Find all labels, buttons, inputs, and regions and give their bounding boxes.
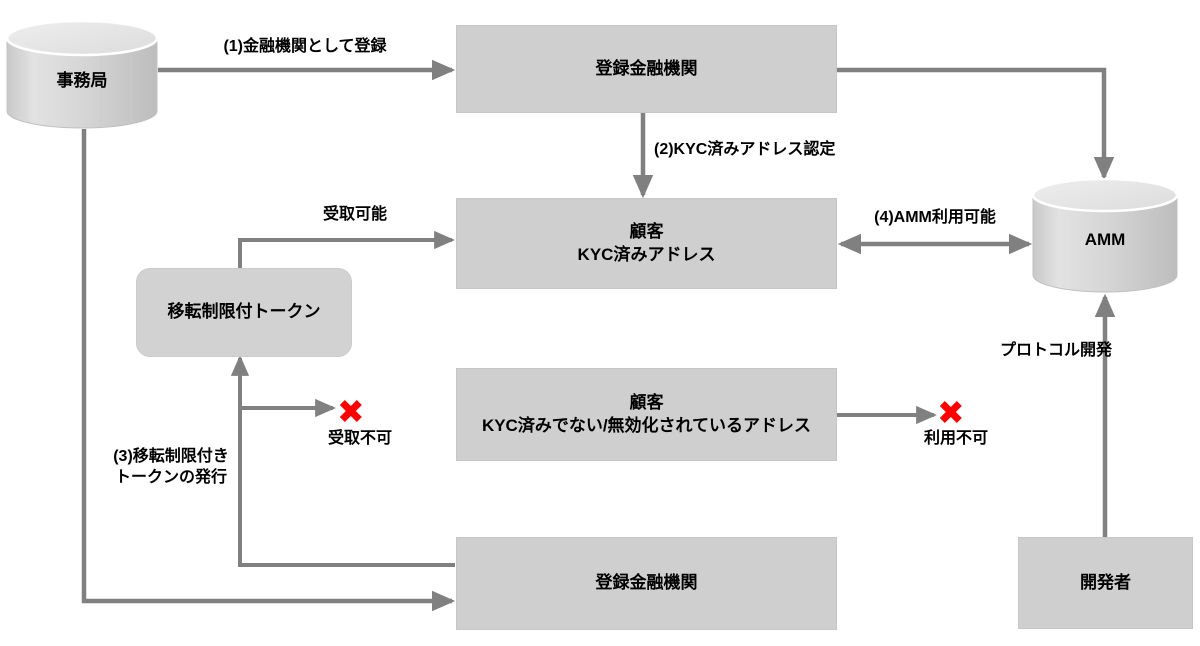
node-developer-label: 開発者 — [1080, 572, 1131, 592]
node-registered-fi-top-label: 登録金融機関 — [595, 58, 698, 78]
connector-secretariat-to-registered-fi-bottom — [81, 129, 456, 612]
node-customer-non-kyc-label: 顧客 KYC済みでない/無効化されているアドレス — [481, 392, 812, 435]
node-registered-fi-bottom[interactable]: 登録金融機関 — [456, 537, 837, 630]
blocked-receive-x-icon: ✖ — [337, 393, 365, 430]
cylinder-shape — [1032, 178, 1178, 293]
edge-label-receivable: 受取可能 — [322, 206, 387, 223]
node-restricted-token-label: 移転制限付トークン — [167, 302, 321, 322]
edge-label-kyc-address-approval: (2)KYC済みアドレス認定 — [654, 141, 836, 158]
edge-label-not-receivable: 受取不可 — [327, 430, 392, 447]
node-customer-kyc[interactable]: 顧客 KYC済みアドレス — [456, 198, 837, 289]
node-developer[interactable]: 開発者 — [1018, 537, 1193, 629]
node-customer-kyc-label: 顧客 KYC済みアドレス — [577, 221, 716, 264]
connector-registered-fi-to-amm — [837, 67, 1115, 181]
edge-label-protocol-development: プロトコル開発 — [999, 342, 1112, 359]
edge-label-not-usable: 利用不可 — [923, 430, 988, 447]
edge-label-amm-available: (4)AMM利用可能 — [874, 209, 996, 226]
cylinder-shape — [6, 20, 158, 129]
node-amm[interactable]: AMM — [1032, 178, 1178, 293]
node-restricted-token[interactable]: 移転制限付トークン — [136, 268, 352, 357]
node-registered-fi-bottom-label: 登録金融機関 — [595, 573, 698, 593]
edge-label-issue-restricted-token: (3)移転制限付き トークンの発行 — [113, 448, 229, 486]
blocked-use-x-icon: ✖ — [937, 394, 965, 431]
connector-token-to-customer-kyc — [238, 230, 455, 268]
node-secretariat-label: 事務局 — [56, 71, 108, 90]
node-amm-label: AMM — [1084, 229, 1126, 249]
node-customer-non-kyc[interactable]: 顧客 KYC済みでない/無効化されているアドレス — [456, 368, 837, 461]
node-secretariat[interactable]: 事務局 — [6, 20, 158, 129]
connector-registered-fi-bottom-to-token — [230, 355, 455, 567]
node-registered-fi-top[interactable]: 登録金融機関 — [456, 25, 837, 113]
edge-label-register-as-fi: (1)金融機関として登録 — [223, 38, 387, 55]
